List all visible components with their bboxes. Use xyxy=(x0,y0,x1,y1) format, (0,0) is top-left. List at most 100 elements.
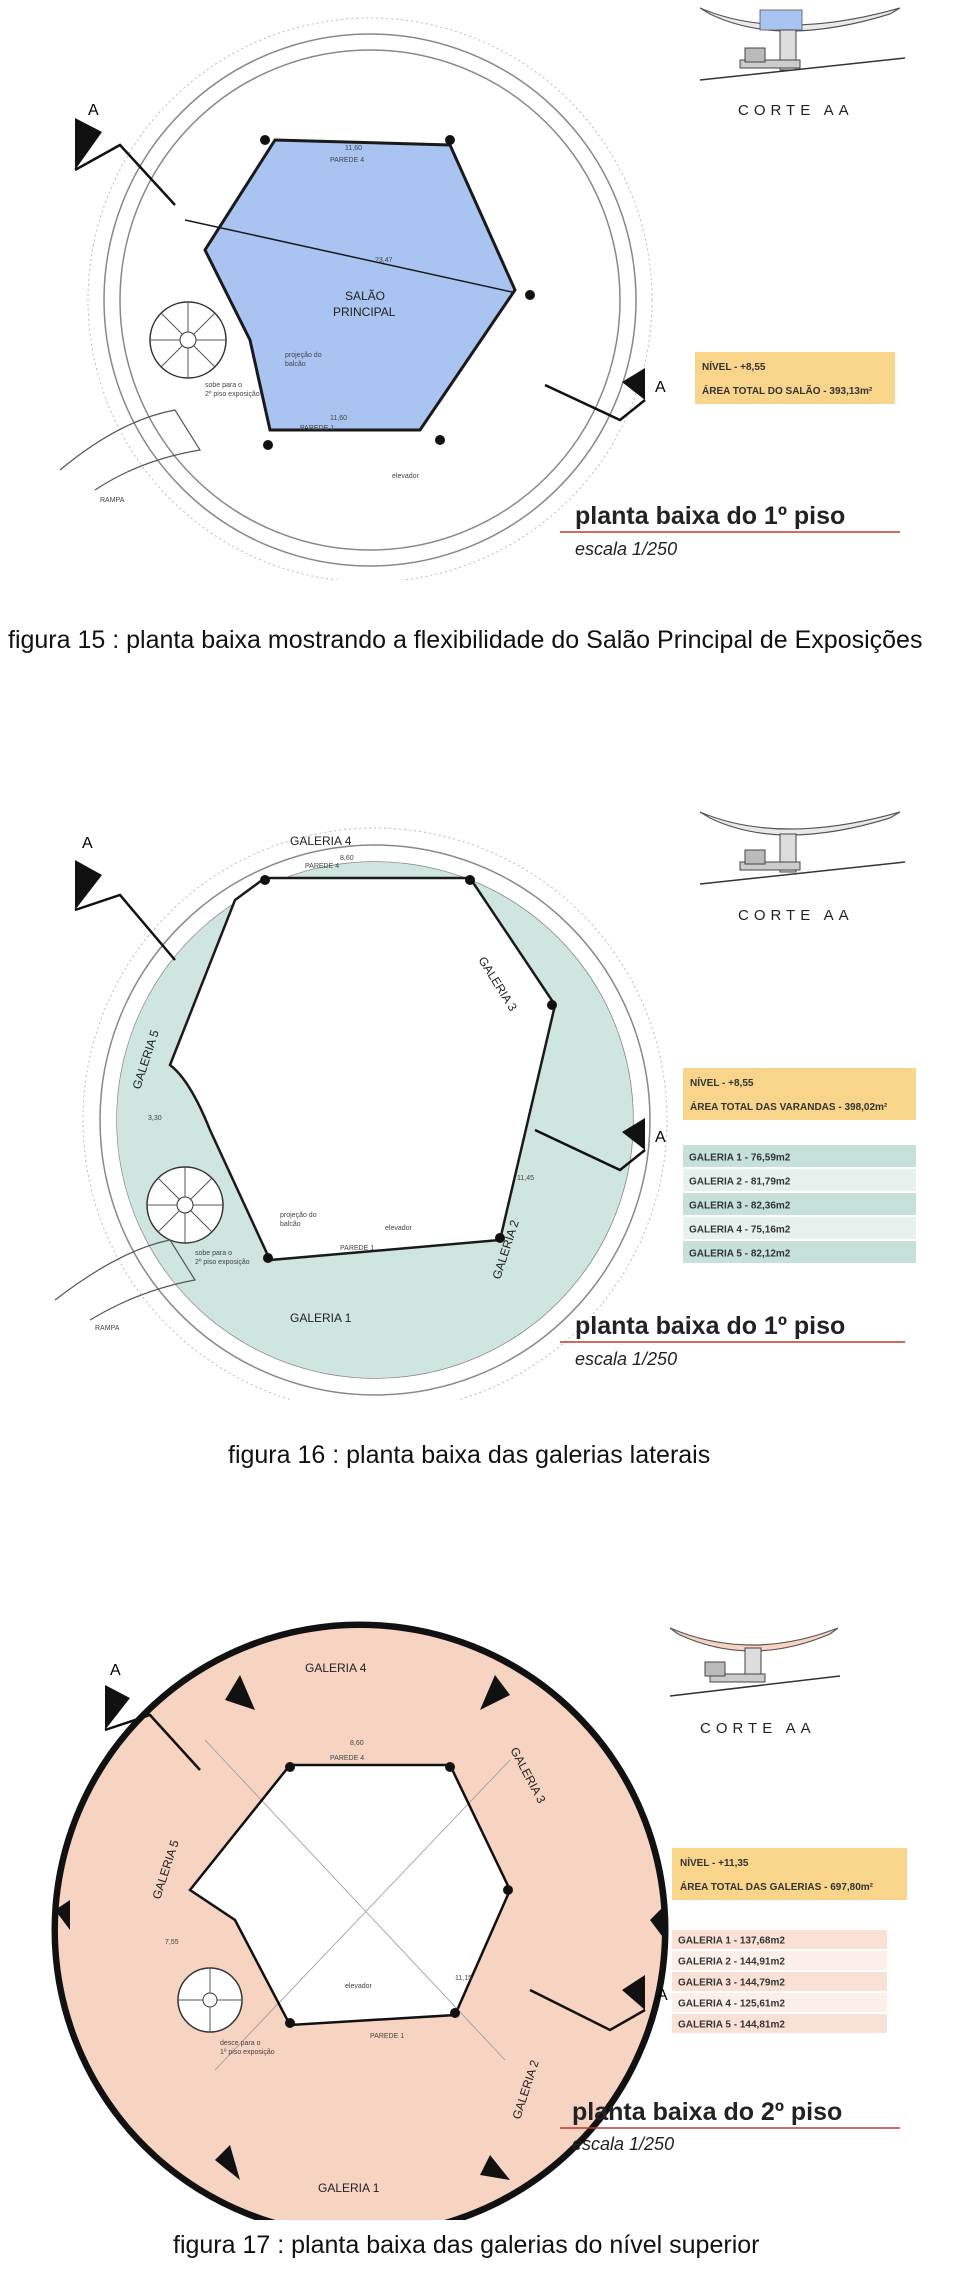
columns xyxy=(285,1762,513,2028)
section-marker-label: A xyxy=(657,1987,668,2004)
dimension-label: 23,47 xyxy=(375,257,393,264)
ramp-label: RAMPA xyxy=(100,497,125,504)
area-table-row xyxy=(683,1169,916,1191)
gallery-label: GALERIA 1 xyxy=(290,1311,352,1325)
ramp xyxy=(59,409,201,491)
section-aa-label: CORTE AA xyxy=(738,907,854,924)
section-marker-label: A xyxy=(655,379,666,396)
section-marker-label: A xyxy=(655,1129,666,1146)
stairs-label: sobe para o xyxy=(195,1250,232,1257)
middle-ring xyxy=(99,844,651,1396)
plan-title: planta baixa do 1º piso xyxy=(575,1312,845,1340)
info-level: NÍVEL - +8,55 xyxy=(702,360,766,373)
section-marker-label: A xyxy=(82,835,93,852)
section-mark-left: A xyxy=(104,1662,201,1771)
area-table-cell: GALERIA 3 - 82,36m2 xyxy=(689,1201,791,1212)
section-marker-label: A xyxy=(88,102,99,119)
area-table-cell: GALERIA 4 - 125,61m2 xyxy=(678,1999,785,2010)
elevator-label: elevador xyxy=(345,1983,373,1990)
area-table-row xyxy=(683,1145,916,1167)
projection-label: projeção do xyxy=(285,352,322,359)
area-table-cell: GALERIA 1 - 76,59m2 xyxy=(689,1153,791,1164)
diagonal-dimension-line xyxy=(184,219,513,293)
elevator-label: elevador xyxy=(385,1225,413,1232)
info-level: NÍVEL - +11,35 xyxy=(680,1856,749,1869)
gallery-label: GALERIA 4 xyxy=(305,1661,367,1675)
info-level: NÍVEL - +8,55 xyxy=(690,1076,754,1089)
section-aa-drawing: CORTE AA xyxy=(699,811,906,924)
dimension-label: 8,60 xyxy=(340,855,354,862)
figure-caption: figura 17 : planta baixa das galerias do… xyxy=(173,2231,760,2259)
projection-label: projeção do xyxy=(280,1212,317,1219)
area-table-cell: GALERIA 5 - 82,12m2 xyxy=(689,1249,791,1260)
area-table-cell: GALERIA 4 - 75,16m2 xyxy=(689,1225,791,1236)
info-box: NÍVEL - +8,55 ÁREA TOTAL DO SALÃO - 393,… xyxy=(695,352,895,404)
figure-caption: figura 15 : planta baixa mostrando a fle… xyxy=(8,626,923,654)
radial-lines xyxy=(204,1739,511,2071)
info-area: ÁREA TOTAL DAS GALERIAS - 697,80m² xyxy=(680,1880,874,1893)
room-label-line-2: PRINCIPAL xyxy=(333,305,396,319)
area-table-row xyxy=(683,1217,916,1239)
wall-label: PAREDE 4 xyxy=(330,157,364,164)
spiral-stair xyxy=(146,1166,224,1244)
dimension-label: 11,45 xyxy=(517,1175,534,1182)
dimension-label: 11,15 xyxy=(455,1975,472,1982)
floor-plan-1st-floor-main-hall: CORTE AA A A RAM xyxy=(59,7,906,580)
area-table-row xyxy=(683,1241,916,1263)
area-table-row xyxy=(672,1993,887,2012)
dimension-label: 11,60 xyxy=(330,415,347,422)
section-mark-left: A xyxy=(74,835,176,961)
outer-ring xyxy=(87,17,653,580)
section-mark-left: A xyxy=(74,102,176,206)
projection-label: balcão xyxy=(280,1221,301,1228)
buttresses xyxy=(55,1675,665,2180)
wall-label: PAREDE 4 xyxy=(305,863,339,870)
info-area: ÁREA TOTAL DO SALÃO - 393,13m² xyxy=(702,384,873,397)
gallery-label: GALERIA 1 xyxy=(318,2181,380,2195)
stairs-label: 2º piso exposição xyxy=(195,1259,250,1266)
area-table-cell: GALERIA 2 - 144,91m2 xyxy=(678,1957,785,1968)
wall-label: PAREDE 4 xyxy=(330,1755,364,1762)
plan-title: planta baixa do 1º piso xyxy=(575,502,845,530)
area-table-cell: GALERIA 2 - 81,79m2 xyxy=(689,1177,791,1188)
area-table-row xyxy=(672,1951,887,1970)
area-table-row xyxy=(672,1972,887,1991)
info-area: ÁREA TOTAL DAS VARANDAS - 398,02m² xyxy=(690,1100,888,1113)
wall-label: PAREDE 1 xyxy=(340,1245,374,1252)
section-aa-drawing: CORTE AA xyxy=(699,7,906,119)
stairs-label: desce para o xyxy=(220,2040,261,2047)
area-table-cell: GALERIA 5 - 144,81m2 xyxy=(678,2020,785,2031)
area-table-row xyxy=(672,1930,887,1949)
middle-ring xyxy=(103,33,637,567)
area-table-row xyxy=(672,2014,887,2033)
columns xyxy=(260,135,535,450)
projection-label: balcão xyxy=(285,361,306,368)
section-aa-drawing: CORTE AA xyxy=(669,1627,841,1737)
plan-scale: escala 1/250 xyxy=(572,2134,674,2154)
plan-title: planta baixa do 2º piso xyxy=(572,2098,842,2126)
dimension-label: 8,60 xyxy=(350,1740,364,1747)
wall-label: PAREDE 1 xyxy=(370,2033,404,2040)
floor-plan-1st-floor-galleries: CORTE AA A A RAMPA GALERIA xyxy=(54,811,916,1400)
section-mark-right: A xyxy=(529,1975,668,2032)
section-mark-right: A xyxy=(534,1118,666,1172)
area-table-cell: GALERIA 1 - 137,68m2 xyxy=(678,1936,785,1947)
figure-15: CORTE AA A A RAM xyxy=(0,0,960,654)
plan-scale: escala 1/250 xyxy=(575,539,677,559)
section-mark-right: A xyxy=(544,368,666,422)
galleries-band xyxy=(116,862,633,1378)
spiral-stair xyxy=(177,1967,243,2033)
outer-ring xyxy=(82,827,668,1400)
dimension-label: 11,60 xyxy=(345,145,362,152)
section-aa-label: CORTE AA xyxy=(700,1720,816,1737)
wall-label: PAREDE 1 xyxy=(300,425,334,432)
plan-scale: escala 1/250 xyxy=(575,1349,677,1369)
section-aa-label: CORTE AA xyxy=(738,102,854,119)
dimension-label: 7,55 xyxy=(165,1939,179,1946)
figure-16: CORTE AA A A RAMPA GALERIA xyxy=(0,800,960,1490)
figure-caption: figura 16 : planta baixa das galerias la… xyxy=(228,1441,711,1469)
floor-plan-2nd-floor-galleries: CORTE AA xyxy=(51,1621,907,2220)
ramp xyxy=(54,1239,196,1321)
